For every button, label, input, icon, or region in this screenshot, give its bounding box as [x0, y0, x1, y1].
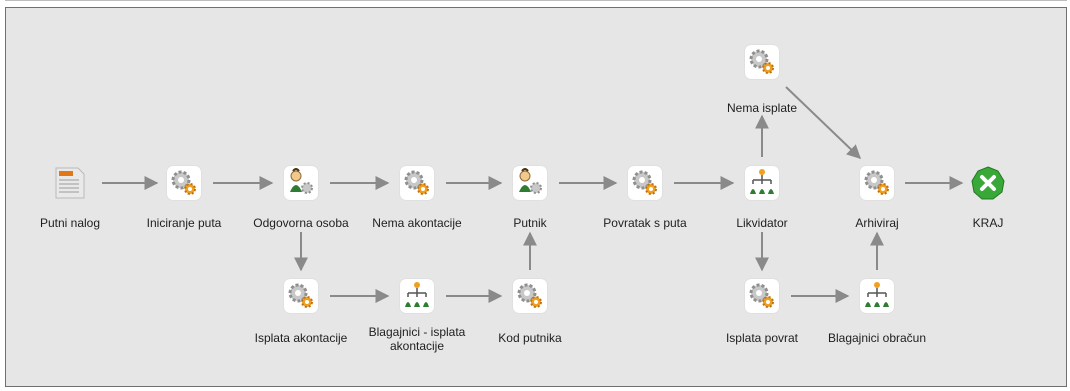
node-label-nema-akontacije: Nema akontacije [372, 216, 462, 230]
user-task-icon[interactable] [513, 166, 547, 200]
node-label-kraj: KRAJ [972, 216, 1004, 230]
group-task-icon[interactable] [400, 279, 434, 313]
node-label-blagajnici-obracun: Blagajnici obračun [827, 331, 927, 345]
node-label-povratak-s-puta: Povratak s puta [603, 216, 687, 230]
document-icon[interactable] [53, 166, 87, 200]
top-rule [5, 0, 1067, 1]
gear-icon[interactable] [167, 166, 201, 200]
node-label-iniciranje-puta: Iniciranje puta [146, 216, 222, 230]
gear-icon[interactable] [745, 45, 779, 79]
gear-icon[interactable] [400, 166, 434, 200]
user-task-icon[interactable] [284, 166, 318, 200]
node-label-likvidator: Likvidator [736, 216, 788, 230]
node-label-putni-nalog: Putni nalog [39, 216, 101, 230]
node-label-isplata-povrat: Isplata povrat [725, 331, 799, 345]
node-label-isplata-akontacije: Isplata akontacije [254, 331, 348, 345]
node-label-odgovorna-osoba: Odgovorna osoba [253, 216, 349, 230]
node-label-arhiviraj: Arhiviraj [855, 216, 899, 230]
edge-nema-isplate-to-arhiviraj [785, 86, 862, 159]
node-label-kod-putnika: Kod putnika [498, 331, 562, 345]
gear-icon[interactable] [745, 279, 779, 313]
gear-icon[interactable] [628, 166, 662, 200]
node-label-blagajnici-isplata: Blagajnici - isplata akontacije [368, 325, 466, 353]
node-label-putnik: Putnik [513, 216, 547, 230]
end-icon[interactable] [971, 166, 1005, 200]
gear-icon[interactable] [860, 166, 894, 200]
node-label-nema-isplate: Nema isplate [726, 101, 798, 115]
group-task-icon[interactable] [860, 279, 894, 313]
group-task-icon[interactable] [745, 166, 779, 200]
gear-icon[interactable] [284, 279, 318, 313]
gear-icon[interactable] [513, 279, 547, 313]
